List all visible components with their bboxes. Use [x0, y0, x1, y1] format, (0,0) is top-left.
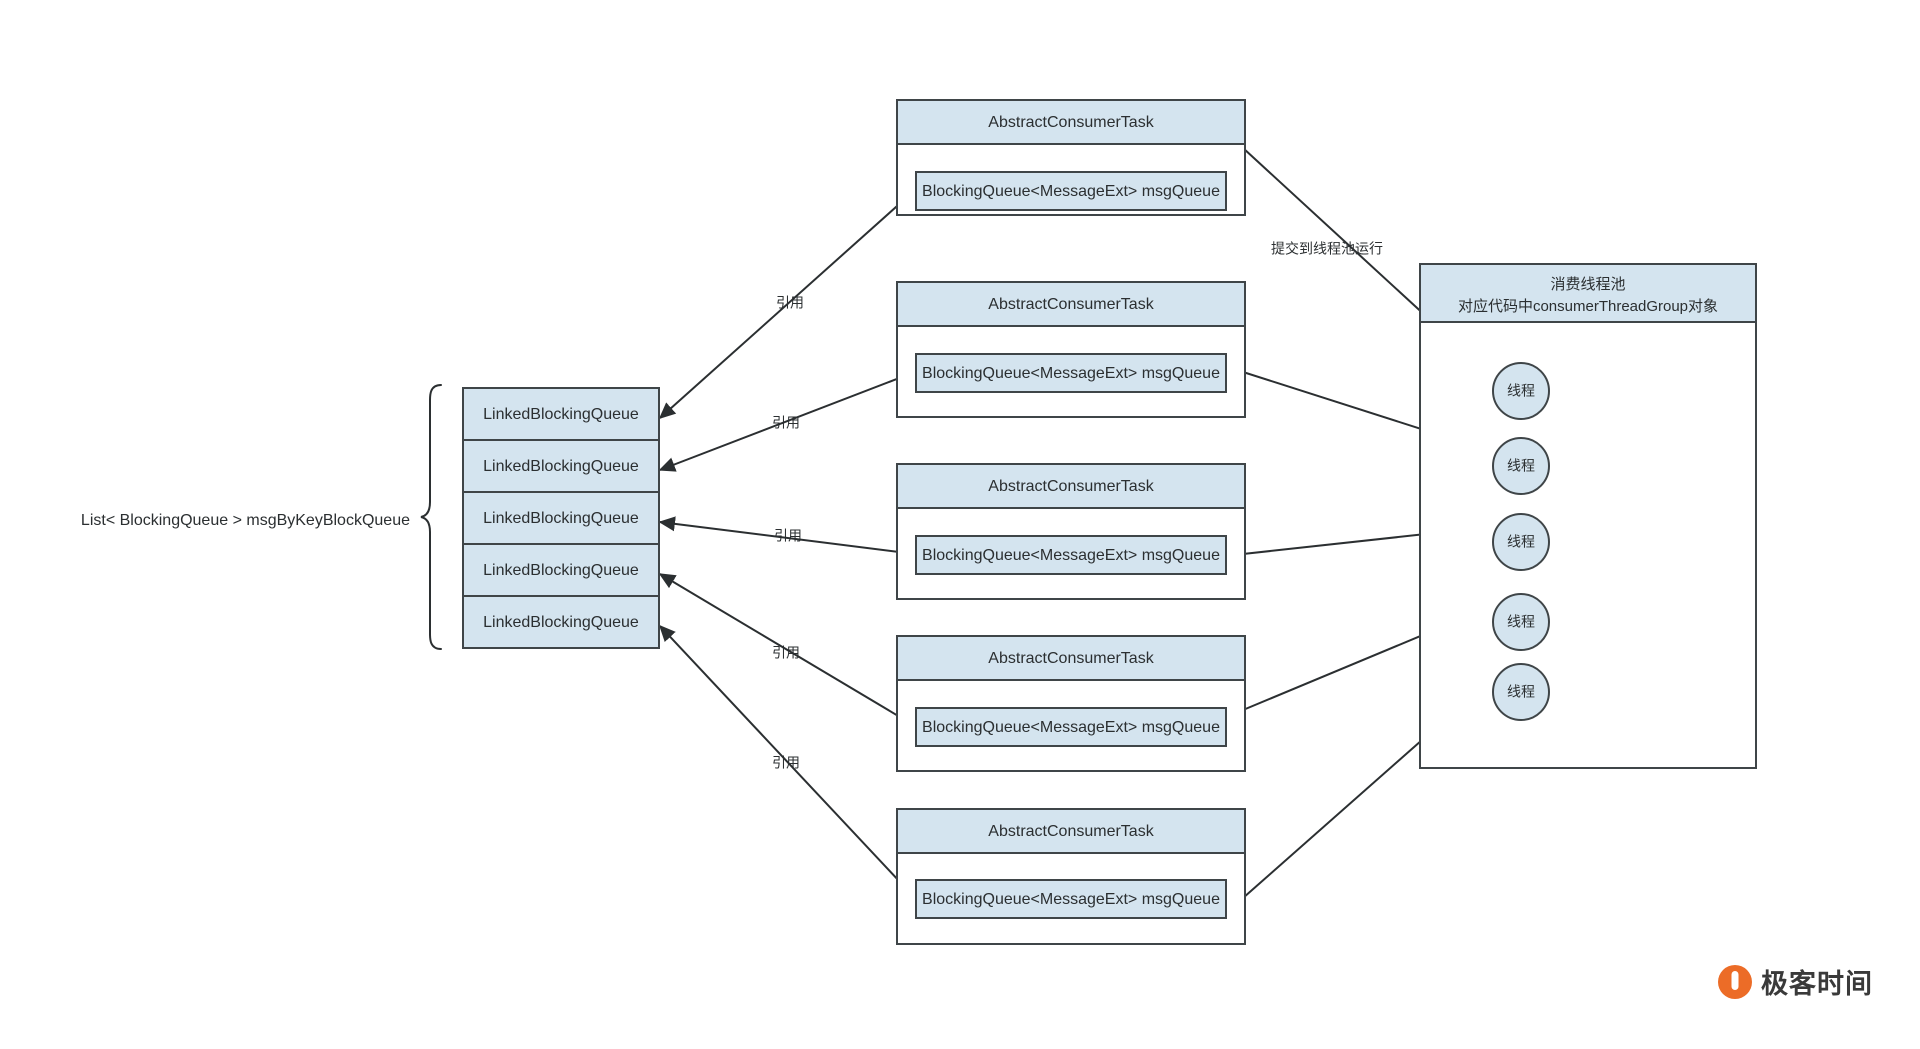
list-item-label: LinkedBlockingQueue: [483, 406, 639, 423]
thread-label: 线程: [1507, 614, 1535, 630]
task-field-label: BlockingQueue<MessageExt> msgQueue: [922, 719, 1220, 736]
consumer-task-card[interactable]: AbstractConsumerTask BlockingQueue<Messa…: [896, 99, 1246, 216]
edge-label-submit-to-pool: 提交到线程池运行: [1271, 241, 1383, 257]
edge-label-reference: 引用: [772, 755, 800, 771]
thread-circle[interactable]: [1492, 513, 1550, 571]
edge-label-reference: 引用: [774, 528, 802, 544]
thread-pool-title-line2: 对应代码中consumerThreadGroup对象: [1458, 297, 1718, 315]
list-item[interactable]: [462, 439, 660, 493]
task-field-box[interactable]: [915, 535, 1227, 575]
consumer-task-card[interactable]: AbstractConsumerTask BlockingQueue<Messa…: [896, 281, 1246, 418]
thread-label: 线程: [1507, 684, 1535, 700]
geektime-wordmark: 极客时间: [1761, 969, 1873, 999]
task-field-label: BlockingQueue<MessageExt> msgQueue: [922, 183, 1220, 200]
task-header: [896, 463, 1246, 509]
thread-pool-container[interactable]: 消费线程池 对应代码中consumerThreadGroup对象 线程 线程 线…: [1419, 263, 1757, 769]
edge-label-reference: 引用: [772, 645, 800, 661]
task-header: [896, 99, 1246, 145]
list-item[interactable]: [462, 595, 660, 649]
list-item-label: LinkedBlockingQueue: [483, 614, 639, 631]
edge-task5-to-queue5: [658, 624, 916, 899]
consumer-task-card[interactable]: AbstractConsumerTask BlockingQueue<Messa…: [896, 463, 1246, 600]
list-item-label: LinkedBlockingQueue: [483, 458, 639, 475]
thread-label: 线程: [1507, 458, 1535, 474]
geektime-mark-icon: [1718, 964, 1752, 999]
task-field-box[interactable]: [915, 353, 1227, 393]
consumer-task-card[interactable]: AbstractConsumerTask BlockingQueue<Messa…: [896, 808, 1246, 945]
edge-label-reference: 引用: [776, 295, 804, 311]
task-field-label: BlockingQueue<MessageExt> msgQueue: [922, 547, 1220, 564]
thread-circle[interactable]: [1492, 593, 1550, 651]
thread-pool-body: [1419, 263, 1757, 769]
edge-labels-group: 引用 引用 引用 引用 引用 提交到线程池运行: [772, 241, 1383, 771]
edge-task4-to-queue4: [658, 573, 916, 727]
list-item[interactable]: [462, 387, 660, 441]
queue-list-label: List< BlockingQueue > msgByKeyBlockQueue: [81, 512, 410, 529]
thread-label: 线程: [1507, 383, 1535, 399]
task-title: AbstractConsumerTask: [988, 823, 1154, 840]
edge-task3-to-queue3: [658, 516, 916, 555]
task-field-box[interactable]: [915, 879, 1227, 919]
list-item-label: LinkedBlockingQueue: [483, 510, 639, 527]
queue-list-group: LinkedBlockingQueue LinkedBlockingQueue …: [462, 387, 660, 649]
edge-label-reference: 引用: [772, 415, 800, 431]
task-title: AbstractConsumerTask: [988, 114, 1154, 131]
task-title: AbstractConsumerTask: [988, 296, 1154, 313]
task-field-box[interactable]: [915, 707, 1227, 747]
thread-pool-header: [1419, 263, 1757, 323]
edge-task2-to-queue2: [658, 371, 916, 472]
thread-pool-title-line1: 消费线程池: [1550, 276, 1625, 293]
edge-task1-to-queue1: [658, 189, 916, 419]
task-header: [896, 635, 1246, 681]
list-item[interactable]: [462, 543, 660, 597]
task-title: AbstractConsumerTask: [988, 650, 1154, 667]
consumer-task-card[interactable]: AbstractConsumerTask BlockingQueue<Messa…: [896, 635, 1246, 772]
task-header: [896, 808, 1246, 854]
thread-circle[interactable]: [1492, 362, 1550, 420]
list-item-label: LinkedBlockingQueue: [483, 562, 639, 579]
task-title: AbstractConsumerTask: [988, 478, 1154, 495]
thread-circle[interactable]: [1492, 437, 1550, 495]
thread-circle[interactable]: [1492, 663, 1550, 721]
thread-label: 线程: [1507, 534, 1535, 550]
task-field-label: BlockingQueue<MessageExt> msgQueue: [922, 891, 1220, 908]
queue-list-brace: [420, 384, 442, 650]
task-header: [896, 281, 1246, 327]
task-field-label: BlockingQueue<MessageExt> msgQueue: [922, 365, 1220, 382]
geektime-logo: 极客时间: [1718, 962, 1873, 1001]
task-field-box[interactable]: [915, 171, 1227, 211]
